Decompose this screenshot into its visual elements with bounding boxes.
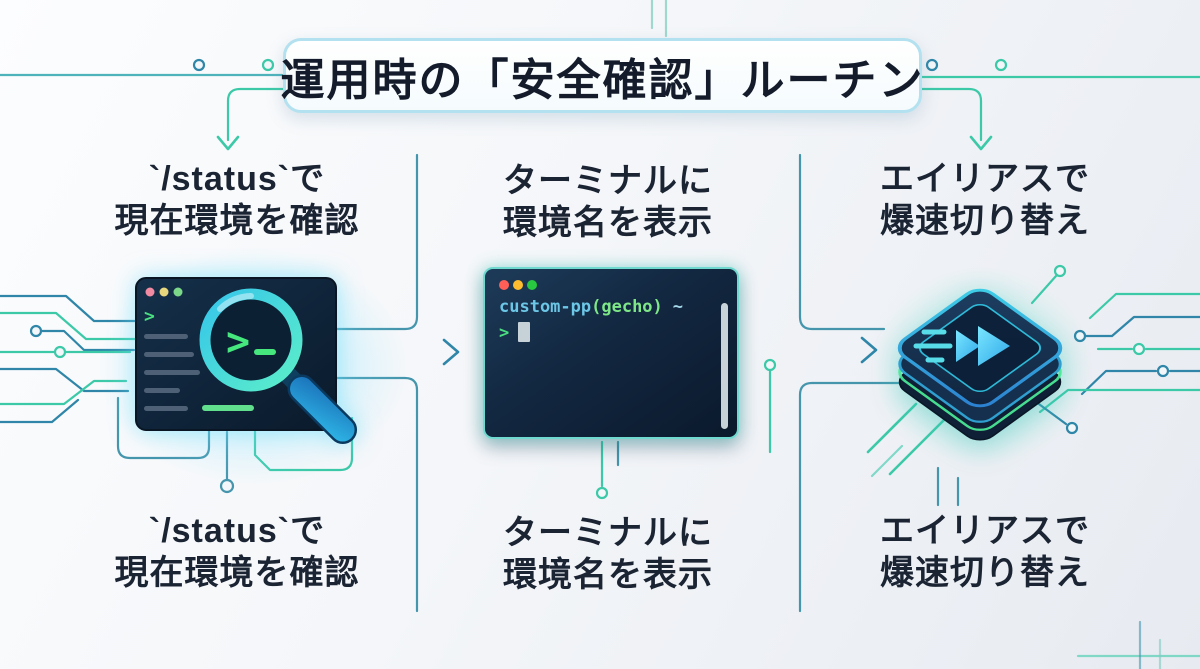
step2-line2-bottom: 環境名を表示 bbox=[503, 556, 713, 594]
flow-arrow-2 bbox=[732, 336, 878, 364]
terminal-traffic-lights bbox=[499, 280, 537, 290]
terminal-prompt-line: custom-pp(gecho) ~ bbox=[499, 297, 713, 317]
terminal-tilde-text: ~ bbox=[672, 297, 684, 317]
terminal-host-text: custom-pp bbox=[499, 297, 592, 317]
lens-underscore bbox=[254, 349, 276, 355]
column-divider-right bbox=[798, 153, 920, 613]
window-traffic-lights bbox=[145, 287, 183, 297]
window-prompt-glyph: > bbox=[144, 306, 155, 327]
step2-line1-bottom: ターミナルに bbox=[503, 514, 713, 552]
step1-label-top: `/status`で 現在環境を確認 bbox=[57, 158, 417, 242]
step3-label-top: エイリアスで 爆速切り替え bbox=[805, 158, 1165, 242]
step2-label-bottom: ターミナルに 環境名を表示 bbox=[428, 512, 788, 596]
code-line-green bbox=[202, 405, 254, 411]
terminal-cursor bbox=[518, 322, 531, 342]
title-to-step1-arrow bbox=[216, 87, 285, 151]
step2-label-top: ターミナルに 環境名を表示 bbox=[428, 160, 788, 244]
status-search-icon: > > bbox=[118, 260, 380, 480]
fast-forward-icon bbox=[913, 326, 1010, 366]
alias-switch-chip-art bbox=[897, 288, 1063, 441]
terminal-body: custom-pp(gecho) ~ > bbox=[499, 297, 713, 343]
step3-line2-bottom: 爆速切り替え bbox=[880, 554, 1090, 592]
step1-line2: 現在環境を確認 bbox=[114, 202, 360, 240]
terminal-under-traces bbox=[600, 369, 772, 488]
terminal-dot-red bbox=[499, 280, 509, 290]
terminal-input-line: > bbox=[499, 322, 713, 343]
window-dot-red bbox=[145, 287, 155, 297]
right-circuit-fan bbox=[866, 274, 1200, 669]
window-dot-yellow bbox=[159, 287, 169, 297]
step1-line1: `/status`で bbox=[148, 160, 326, 198]
window-dot-green bbox=[173, 287, 183, 297]
step2-line1: ターミナルに bbox=[503, 162, 713, 200]
speed-lines bbox=[913, 329, 953, 363]
terminal-window: custom-pp(gecho) ~ > bbox=[483, 267, 739, 439]
step3-label-bottom: エイリアスで 爆速切り替え bbox=[805, 510, 1165, 594]
alias-switch-chip-icon bbox=[880, 268, 1080, 463]
title-box: 運用時の「安全確認」ルーチン bbox=[280, 38, 925, 113]
terminal-dot-green bbox=[527, 280, 537, 290]
lens-prompt-glyph: > bbox=[226, 319, 250, 365]
step3-line1-bottom: エイリアスで bbox=[880, 512, 1090, 550]
step3-line2: 爆速切り替え bbox=[880, 202, 1090, 240]
title-to-step3-arrow bbox=[914, 87, 993, 151]
step2-line2: 環境名を表示 bbox=[503, 204, 713, 242]
terminal-env-text: (gecho) bbox=[591, 297, 663, 317]
step1-line2-bottom: 現在環境を確認 bbox=[114, 554, 360, 592]
step3-line1: エイリアスで bbox=[880, 160, 1090, 198]
status-search-icon-art: > > bbox=[135, 277, 358, 445]
terminal-dot-yellow bbox=[513, 280, 523, 290]
page-title: 運用時の「安全確認」ルーチン bbox=[280, 55, 925, 105]
step1-line1-bottom: `/status`で bbox=[148, 512, 326, 550]
terminal-prompt-glyph: > bbox=[499, 323, 510, 343]
step1-label-bottom: `/status`で 現在環境を確認 bbox=[57, 510, 417, 594]
terminal-scrollbar bbox=[721, 303, 728, 429]
